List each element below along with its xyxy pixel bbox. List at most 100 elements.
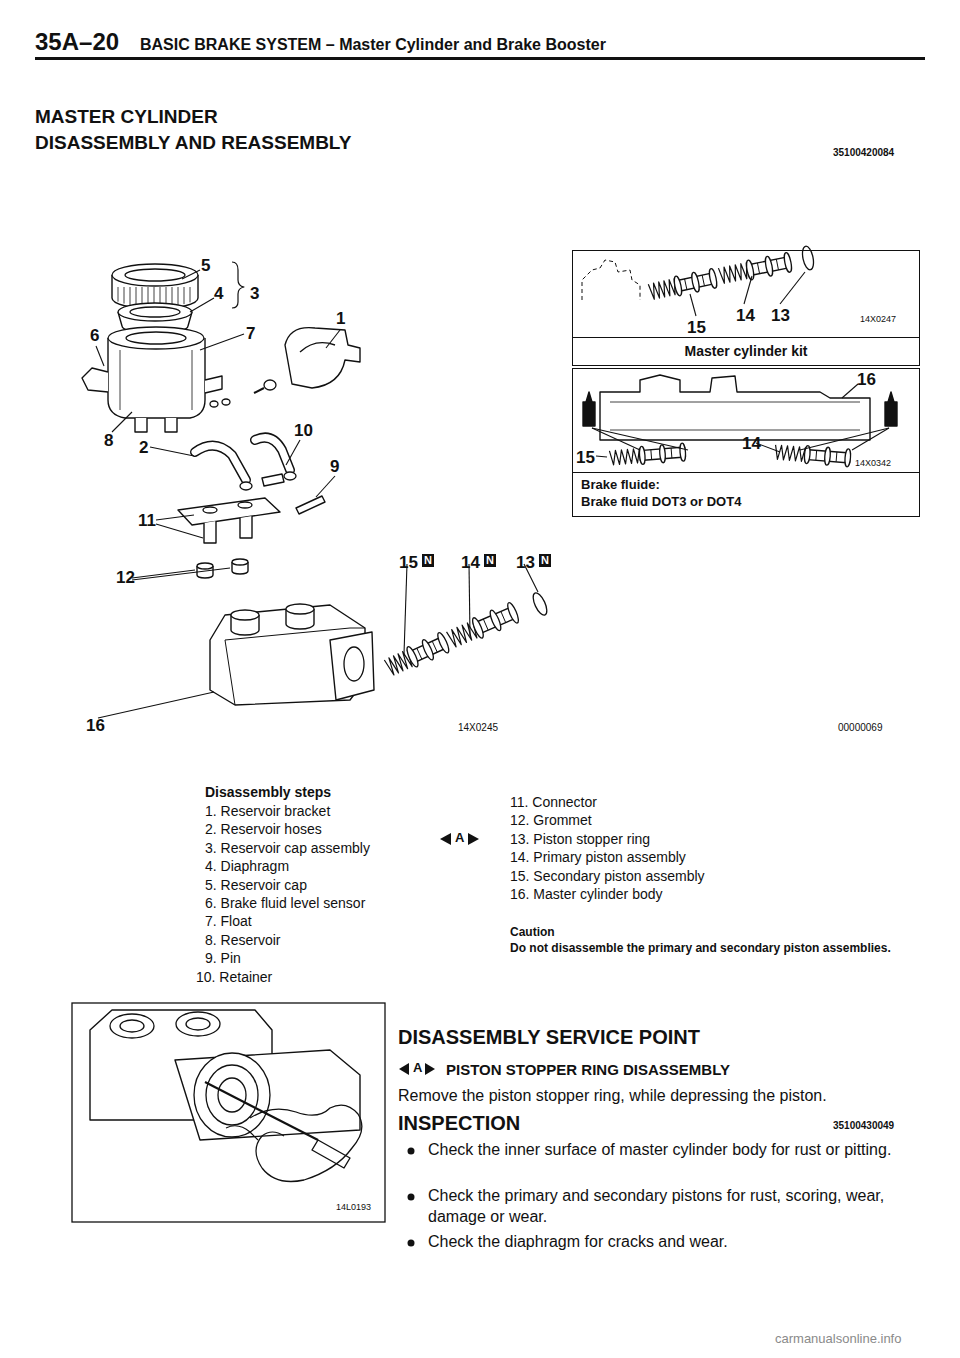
leader-line — [316, 476, 335, 497]
body-text: Remove the piston stopper ring, while de… — [398, 1086, 928, 1107]
hose-clamp — [284, 472, 296, 480]
step-item: 8. Reservoir — [205, 932, 280, 948]
bracket-bolt — [254, 388, 264, 393]
service-mark-arrow — [425, 1063, 435, 1075]
leader-line — [592, 428, 688, 450]
piston-groove — [702, 275, 704, 286]
brake-fluid-bottle — [583, 402, 595, 426]
leader-line — [800, 428, 889, 450]
callout-number: 12 — [116, 568, 135, 588]
piston-cup — [471, 617, 486, 640]
body-boss — [286, 604, 314, 614]
step-item: 2. Reservoir hoses — [205, 821, 322, 837]
body-edge — [225, 640, 235, 705]
box-caption: Brake fluid DOT3 or DOT4 — [581, 494, 911, 511]
hose-clip — [222, 399, 230, 405]
service-mark-arrow — [399, 1063, 409, 1075]
callout-number: 13 — [771, 306, 790, 326]
piston-groove — [757, 263, 759, 274]
callout-number: 13 — [516, 553, 535, 573]
callout-number: 14 — [742, 434, 761, 454]
piston-cup — [824, 447, 831, 465]
piston-spring — [447, 621, 477, 647]
step-item: 11. Connector — [510, 794, 597, 810]
callout-number: 15 — [576, 448, 595, 468]
section-subheading: DISASSEMBLY AND REASSEMBLY — [35, 132, 351, 154]
piston-cup — [420, 638, 435, 661]
bullet-text: Check the diaphragm for cracks and wear. — [428, 1232, 923, 1253]
section-heading: INSPECTION — [398, 1112, 520, 1135]
piston-groove — [815, 450, 817, 460]
piston-cup — [844, 449, 851, 467]
callout-number: 14 — [461, 553, 480, 573]
leader-line — [200, 334, 244, 350]
figure-code: 00000069 — [838, 722, 883, 734]
cap-rib — [130, 287, 131, 305]
pin — [296, 496, 325, 514]
cylinder-outline — [600, 375, 870, 440]
new-part-mark: N — [539, 554, 551, 567]
piston-groove — [836, 452, 838, 462]
callout-number: 5 — [201, 256, 210, 276]
piston-groove — [483, 619, 488, 630]
callout-number: 8 — [104, 431, 113, 451]
callout-number: 4 — [214, 284, 223, 304]
brake-fluid-bottle — [885, 402, 897, 426]
cap-rib — [172, 287, 173, 306]
leader-line — [842, 384, 858, 398]
body-boss — [110, 1014, 154, 1038]
piston-cup — [405, 645, 420, 668]
piston-groove — [685, 279, 687, 290]
leader-line — [690, 294, 696, 316]
cap-rib — [178, 287, 179, 305]
leader-line — [182, 270, 200, 279]
leader-line — [592, 428, 640, 450]
bullet-dot — [408, 1148, 415, 1155]
watermark: carmanualsonline.info — [775, 1332, 901, 1347]
leader-line — [744, 276, 752, 304]
body-flange — [175, 1050, 360, 1140]
callout-number: 16 — [857, 370, 876, 390]
step-item: 3. Reservoir cap assembly — [205, 840, 370, 856]
bullet-dot — [408, 1240, 415, 1247]
cylinder-bore — [344, 647, 364, 681]
callout-number: 3 — [250, 284, 259, 304]
leader-line — [780, 272, 805, 304]
piston-cup — [506, 601, 521, 624]
step-item: 16. Master cylinder body — [510, 886, 663, 902]
reservoir-hose — [255, 438, 290, 470]
piston-groove — [432, 641, 437, 652]
step-item: 6. Brake fluid level sensor — [205, 895, 365, 911]
callout-number: 10 — [294, 421, 313, 441]
callout-number: 16 — [86, 716, 105, 736]
piston-groove — [650, 450, 652, 460]
piston-cup — [679, 443, 686, 461]
step-item: 10. Retainer — [196, 969, 272, 985]
reservoir-port — [205, 376, 222, 393]
step-item: 13. Piston stopper ring — [510, 831, 650, 847]
reservoir-edge — [120, 350, 121, 410]
new-part-mark: N — [484, 554, 496, 567]
kit-box: Master cylinder kit — [572, 250, 920, 366]
cylinder-outline-dashed — [582, 260, 640, 300]
service-mark-arrow — [440, 833, 451, 845]
leader-line — [132, 570, 195, 578]
piston-spring — [776, 445, 806, 462]
reservoir-cap — [112, 264, 198, 286]
reservoir-cap — [125, 269, 185, 281]
level-sensor — [82, 368, 108, 392]
step-item: 12. Grommet — [510, 812, 592, 828]
callout-number: 15 — [687, 318, 706, 338]
stopper-ring — [530, 591, 549, 617]
figure-code: 14X0247 — [860, 314, 896, 324]
connector — [240, 516, 252, 538]
connector-hole — [203, 507, 217, 513]
reference-code: 35100420084 — [833, 147, 894, 159]
leader-line — [132, 568, 230, 580]
hose-clamp — [240, 482, 252, 490]
piston-spring — [609, 448, 639, 465]
section-heading: DISASSEMBLY SERVICE POINT — [398, 1026, 700, 1049]
diaphragm — [118, 303, 192, 321]
callout-number: 6 — [90, 326, 99, 346]
step-item: 4. Diaphragm — [205, 858, 289, 874]
